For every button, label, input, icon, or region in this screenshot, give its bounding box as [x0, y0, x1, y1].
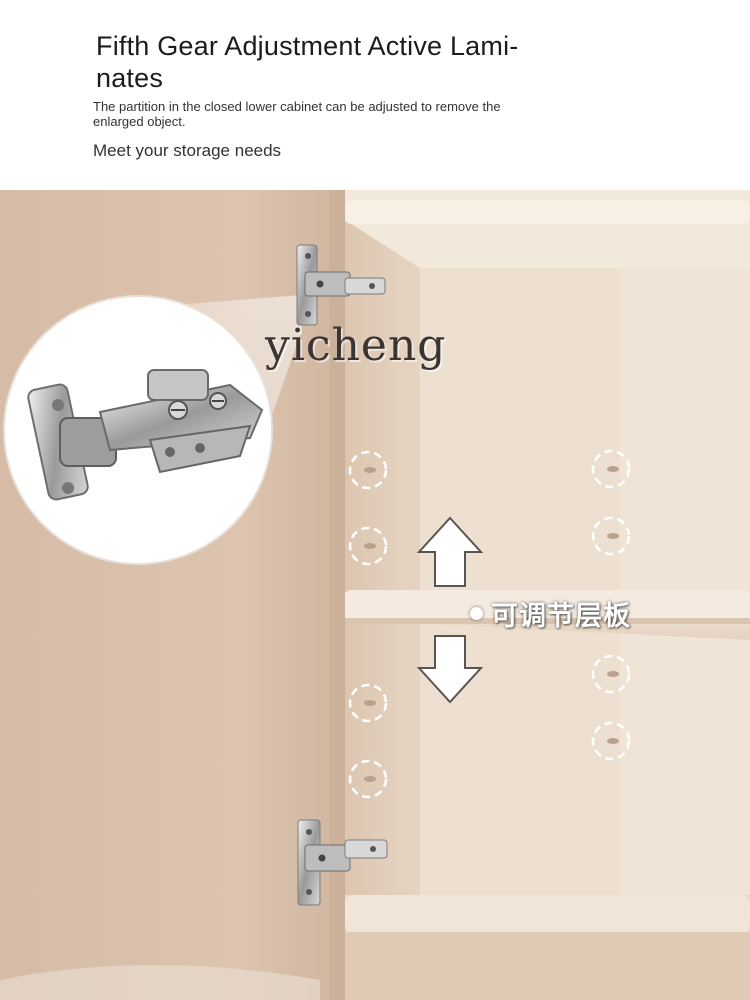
page-title: Fifth Gear Adjustment Active Lami- nates: [96, 31, 519, 93]
hinge-closeup-circle: [3, 295, 273, 565]
header-section: Fifth Gear Adjustment Active Lami- nates…: [0, 0, 750, 190]
arrow-down-icon: [416, 635, 484, 704]
adjustable-shelf-label: 可调节层板: [470, 594, 631, 633]
shelf-label-text: 可调节层板: [491, 601, 631, 632]
description-text: The partition in the closed lower cabine…: [93, 99, 501, 129]
cabinet-photo: [0, 190, 750, 1000]
lower-hinge: [297, 819, 388, 906]
cabinet-illustration: [0, 190, 750, 1000]
watermark-text: yicheng: [265, 320, 447, 371]
bullet-dot-icon: [470, 607, 483, 620]
tagline-text: Meet your storage needs: [93, 141, 282, 160]
arrow-up-icon: [416, 516, 484, 587]
upper-hinge: [296, 244, 386, 326]
shelf-pin-dots: [364, 466, 619, 782]
shelf-pin-holes: [348, 449, 631, 799]
